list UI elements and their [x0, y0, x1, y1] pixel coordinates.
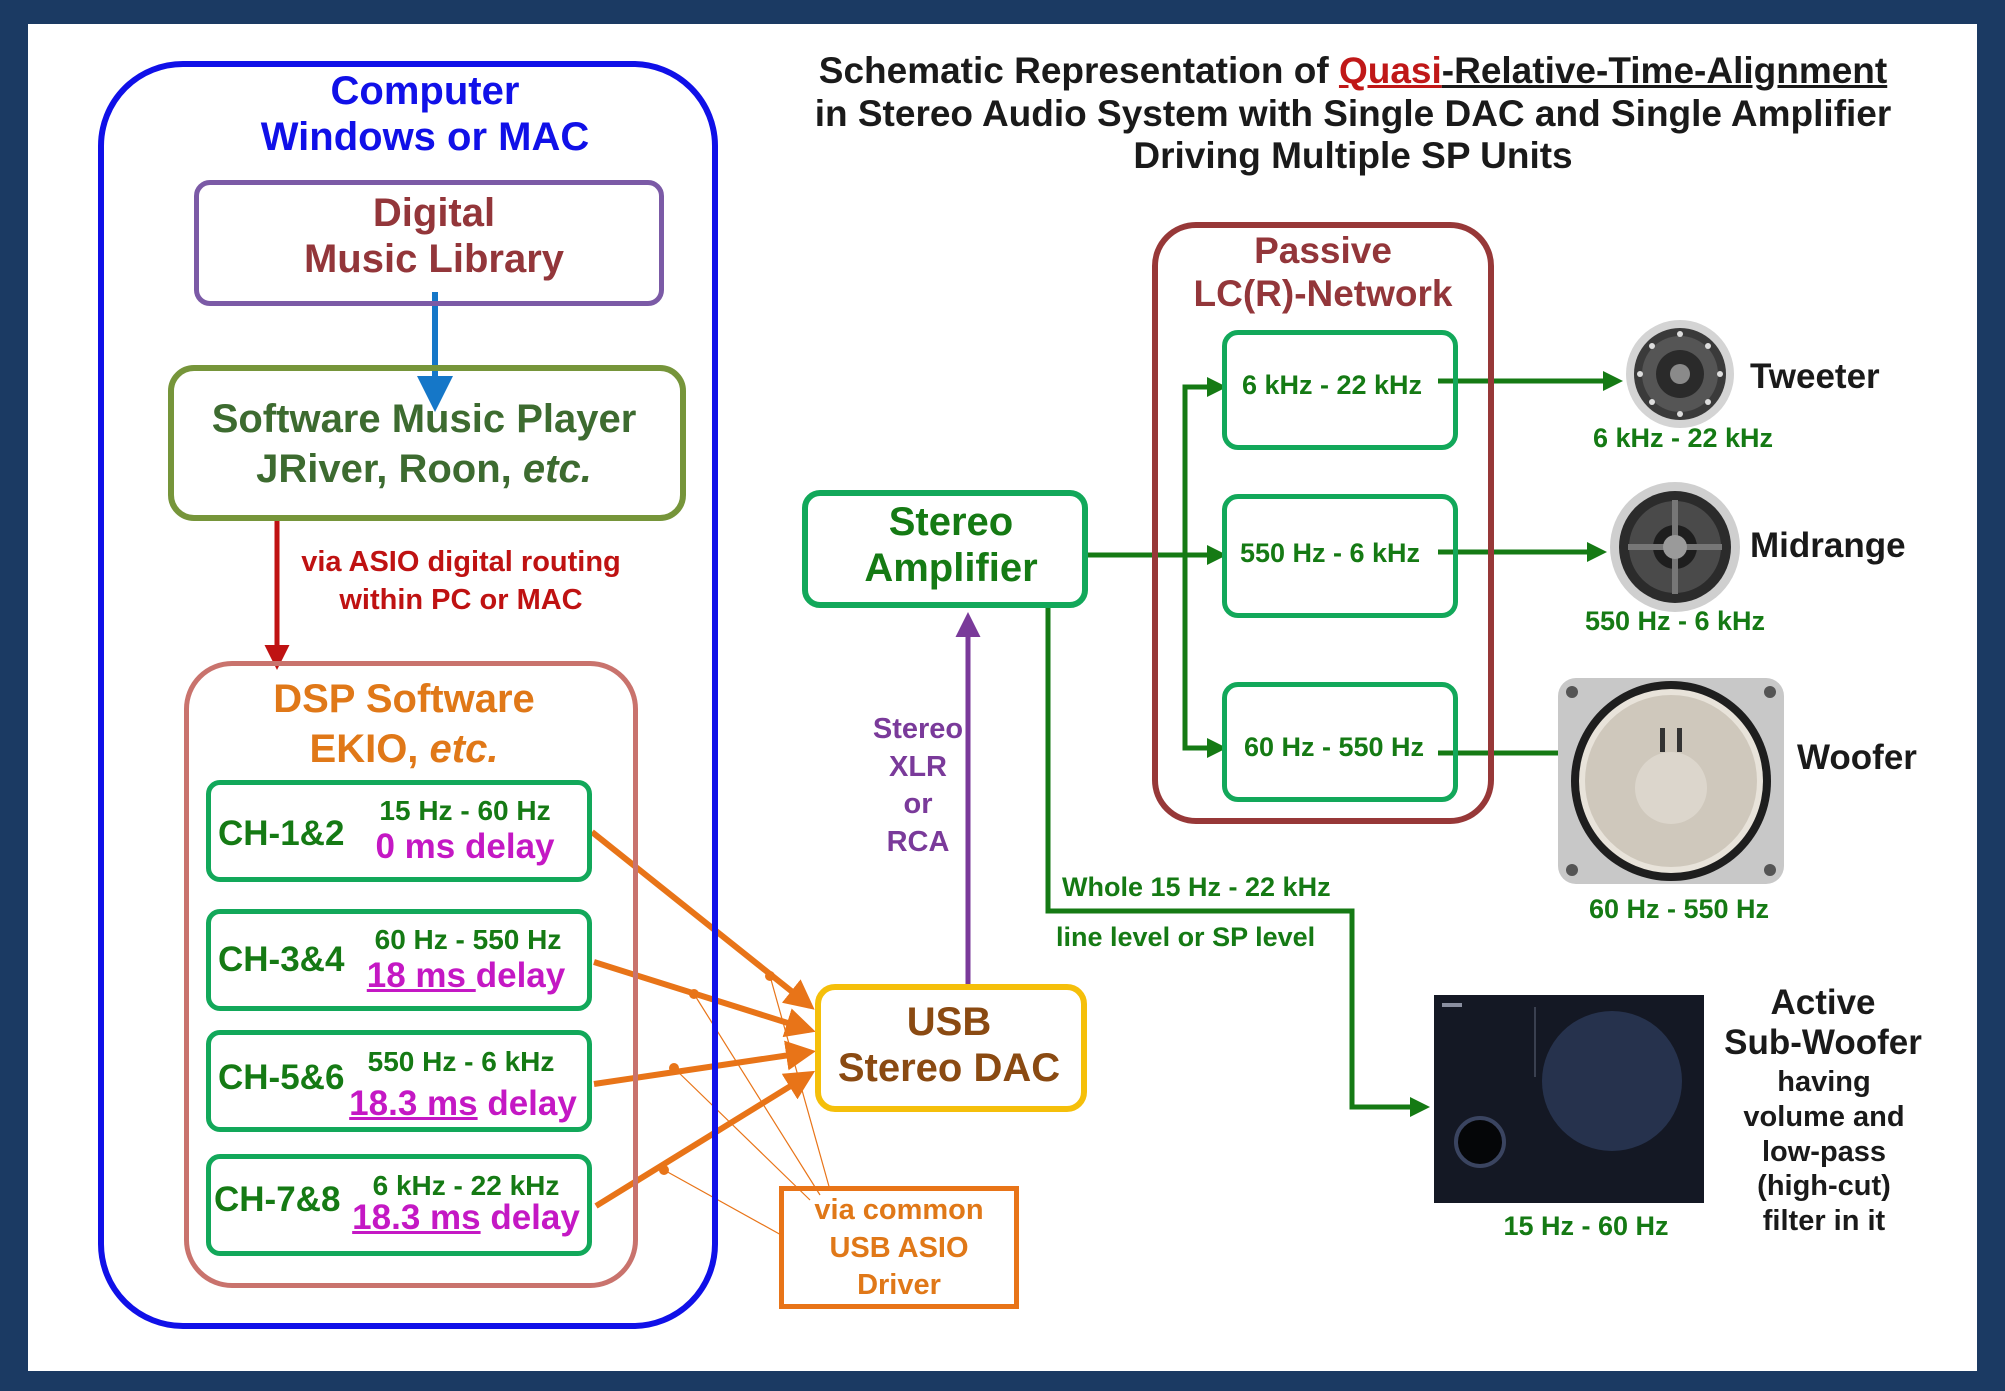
- channel-name: CH-7&8: [214, 1180, 341, 1219]
- filter-box-low: [1222, 682, 1458, 802]
- woofer-icon: [1558, 678, 1784, 884]
- channel-box-3: [206, 1030, 592, 1132]
- filter-label: 550 Hz - 6 kHz: [1239, 538, 1421, 568]
- channel-box-1: [206, 780, 592, 882]
- channel-name: CH-1&2: [218, 814, 345, 853]
- channel-box-2: [206, 909, 592, 1011]
- speaker-name: Woofer: [1797, 738, 1917, 777]
- channel-name: CH-3&4: [218, 940, 345, 979]
- dsp-software-box: [184, 661, 638, 1288]
- speaker-name: Tweeter: [1750, 357, 1880, 396]
- filter-label: 60 Hz - 550 Hz: [1243, 732, 1425, 762]
- usb-dac-box: [815, 984, 1087, 1112]
- signal-level-label: line level or SP level: [1056, 922, 1316, 952]
- stereo-amplifier-box: [802, 490, 1088, 608]
- channel-band: 550 Hz - 6 kHz: [367, 1046, 555, 1077]
- channel-box-4: [206, 1154, 592, 1256]
- computer-container: [98, 61, 718, 1329]
- channel-name: CH-5&6: [218, 1058, 345, 1097]
- channel-band: 6 kHz - 22 kHz: [372, 1170, 560, 1201]
- speaker-band: 60 Hz - 550 Hz: [1588, 894, 1770, 924]
- channel-delay: 18.3 ms delay: [349, 1084, 577, 1123]
- filter-box-high: [1222, 330, 1458, 450]
- music-library-box: [194, 180, 664, 306]
- title-line-1: Schematic Representation of Quasi-Relati…: [818, 50, 1888, 91]
- tweeter-icon: [1626, 320, 1734, 428]
- channel-band: 60 Hz - 550 Hz: [374, 924, 562, 955]
- line-amplifier-to-subwoofer: [1045, 606, 1430, 1117]
- speaker-band: 6 kHz - 22 kHz: [1592, 423, 1774, 453]
- usb-driver-dots: [659, 971, 775, 1175]
- subwoofer-icon: [1434, 995, 1704, 1203]
- music-player-label: Software Music Player JRiver, Roon, etc.: [211, 397, 637, 491]
- channel-delay: 0 ms delay: [375, 827, 555, 866]
- usb-driver-box: [779, 1186, 1019, 1309]
- subwoofer-band: 15 Hz - 60 Hz: [1503, 1211, 1669, 1241]
- channel-delay: 18.3 ms delay: [352, 1198, 580, 1237]
- midrange-icon: [1610, 482, 1740, 612]
- speaker-band: 550 Hz - 6 kHz: [1584, 606, 1766, 636]
- channel-delay: 18 ms delay: [366, 956, 566, 995]
- speaker-name: Midrange: [1750, 526, 1906, 565]
- title-line-2: in Stereo Audio System with Single DAC a…: [814, 92, 1892, 134]
- music-player-box: [168, 365, 686, 521]
- title-quasi: Quasi: [1338, 50, 1442, 91]
- channel-band: 15 Hz - 60 Hz: [379, 795, 551, 826]
- arrow-ch78-to-dac: [594, 1070, 816, 1209]
- title-line-3: Driving Multiple SP Units: [1133, 135, 1573, 177]
- filter-box-mid: [1222, 494, 1458, 618]
- filter-label: 6 kHz - 22 kHz: [1241, 370, 1423, 400]
- arrow-ch34-to-dac: [593, 959, 816, 1038]
- diagram-title: Schematic Representation of Quasi-Relati…: [815, 50, 1892, 178]
- arrow-ch56-to-dac: [593, 1040, 816, 1087]
- dsp-software-label: DSP Software EKIO, etc.: [273, 677, 535, 771]
- passive-network-box: [1152, 222, 1494, 824]
- whole-range-label: Whole 15 Hz - 22 kHz: [1062, 872, 1331, 902]
